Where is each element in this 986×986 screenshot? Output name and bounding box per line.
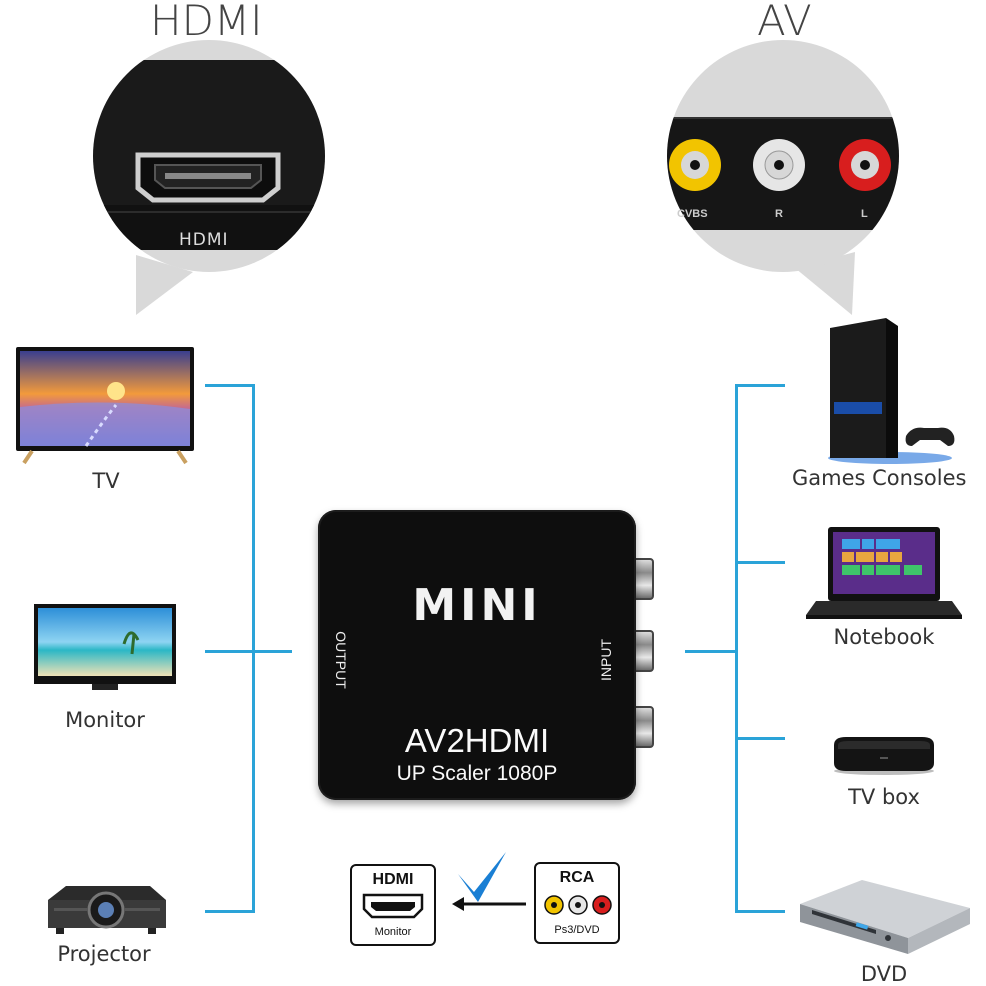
- projector-icon: [48, 886, 166, 934]
- tv-box-label: TV box: [848, 785, 920, 809]
- hdmi-bubble-shape: [93, 40, 325, 315]
- right-connector-device: [685, 650, 737, 653]
- right-connector-tvbox: [735, 737, 785, 740]
- monitor-icon: [34, 604, 176, 690]
- hdmi-monitor-badge: HDMI Monitor: [350, 864, 436, 946]
- dvd-player-icon: [800, 880, 970, 954]
- av-heading: AV: [757, 0, 812, 45]
- hdmi-port-icon: [135, 152, 281, 203]
- converter-subtitle: UP Scaler 1080P: [396, 762, 558, 785]
- projector-label: Projector: [57, 942, 151, 966]
- left-connector-tv: [205, 384, 255, 387]
- right-connector-vertical: [735, 384, 738, 912]
- right-connector-notebook: [735, 561, 785, 564]
- hdmi-connector-icon: [362, 893, 424, 919]
- converter-body: [318, 510, 636, 800]
- game-console-icon: [828, 318, 955, 464]
- hdmi-closeup: HDMI: [93, 40, 325, 320]
- monitor-label: Monitor: [65, 708, 145, 732]
- right-connector-console: [735, 384, 785, 387]
- av-closeup: CVBS R L: [667, 40, 899, 320]
- projector-device: Projector: [44, 880, 168, 966]
- rca-badge-caption: Ps3/DVD: [554, 924, 600, 936]
- dvd-device: DVD: [796, 878, 972, 986]
- converter-brand: MINI: [412, 580, 542, 631]
- hdmi-badge-title: HDMI: [372, 871, 414, 888]
- hdmi-port-label: HDMI: [179, 230, 229, 250]
- tv-label: TV: [92, 469, 120, 493]
- av-bubble-shape: [667, 40, 899, 315]
- av-label-l: L: [861, 208, 868, 220]
- rca-badge-title: RCA: [559, 869, 595, 886]
- converter-output-label: OUTPUT: [333, 631, 349, 689]
- direction-check-icon: [452, 852, 526, 911]
- rca-jack-yellow-icon: [669, 139, 721, 191]
- converter-model: AV2HDMI: [404, 722, 550, 759]
- hdmi-badge-caption: Monitor: [374, 926, 412, 938]
- tv-box-icon: [834, 737, 934, 775]
- left-connector-vertical: [252, 384, 255, 912]
- notebook-icon: [806, 527, 962, 619]
- tv-device: TV: [16, 347, 194, 493]
- rca-jack-red-icon: [839, 139, 891, 191]
- game-console-label: Games Consoles: [792, 466, 967, 490]
- rca-jack-white-icon: [753, 139, 805, 191]
- right-connector-dvd: [735, 910, 785, 913]
- tv-box-device: TV box: [828, 735, 940, 809]
- game-console-device: Games Consoles: [792, 318, 966, 490]
- notebook-device: Notebook: [806, 527, 962, 649]
- left-connector-projector: [205, 910, 255, 913]
- left-connector-device: [252, 650, 292, 653]
- left-connector-monitor: [205, 650, 255, 653]
- hdmi-heading: HDMI: [150, 0, 263, 45]
- notebook-label: Notebook: [833, 625, 935, 649]
- rca-ps3-badge: RCA Ps3/DVD: [534, 862, 620, 944]
- av-label-cvbs: CVBS: [677, 208, 708, 220]
- monitor-device: Monitor: [34, 604, 176, 732]
- av2hdmi-converter: MINI OUTPUT INPUT AV2HDMI UP Scaler 1080…: [318, 510, 654, 800]
- converter-input-label: INPUT: [598, 639, 614, 681]
- rca-jacks-icon: [544, 895, 612, 915]
- dvd-label: DVD: [860, 962, 908, 986]
- av-label-r: R: [775, 208, 783, 220]
- tv-icon: [16, 347, 194, 465]
